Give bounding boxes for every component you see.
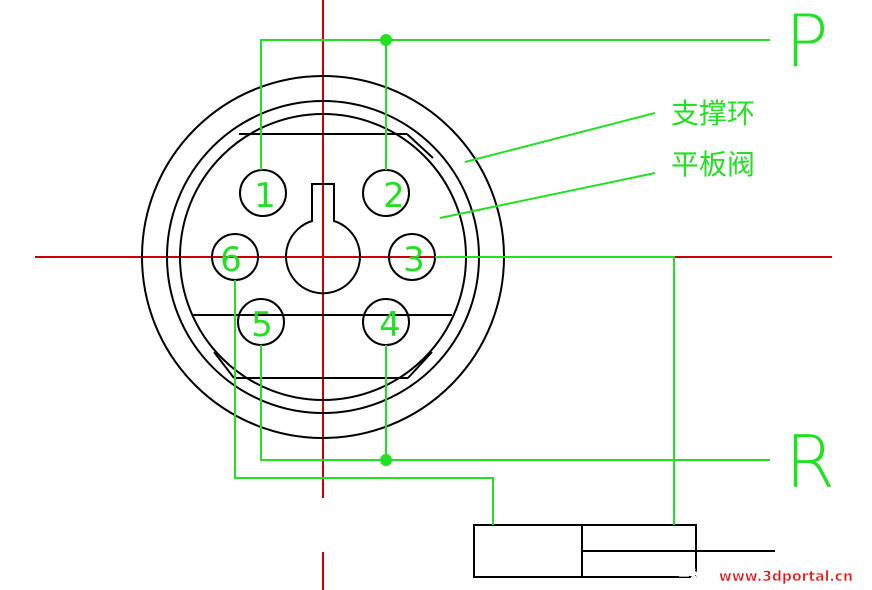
pin-number-4: 4	[379, 305, 401, 345]
wire-pin3	[435, 256, 675, 525]
label-support-ring: 支撑环	[671, 97, 755, 130]
junction-dot-r	[380, 454, 392, 466]
centerlines	[35, 0, 832, 590]
wire-pin5-to-r	[260, 345, 770, 461]
pin-numbers: 1 2 3 4 5 6	[220, 176, 425, 345]
keyed-center-hole	[285, 183, 361, 295]
junction-dots	[380, 34, 392, 466]
pin-number-1: 1	[254, 176, 276, 216]
valve-chord-lower-right	[407, 351, 433, 379]
label-flat-valve: 平板阀	[671, 148, 755, 181]
pin-number-3: 3	[403, 240, 425, 280]
port-label-r: R	[785, 420, 835, 504]
valve-body	[141, 75, 775, 578]
wire-pin1-to-p	[260, 39, 770, 170]
valve-chord-upper-right	[406, 133, 434, 159]
port-label-p: P	[785, 0, 828, 83]
pin-number-5: 5	[251, 305, 273, 345]
pin-number-2: 2	[383, 176, 405, 216]
valve-chord-lower-left	[213, 351, 235, 379]
leader-flat-valve	[439, 172, 656, 219]
leader-support-ring	[464, 112, 656, 163]
watermark-text: 三维网www.3dportal.cn	[677, 568, 853, 585]
wiring	[234, 39, 770, 525]
pin-hole-1	[239, 169, 287, 217]
pin-number-6: 6	[220, 240, 242, 280]
wire-pin6	[234, 280, 494, 525]
junction-dot-p	[380, 34, 392, 46]
